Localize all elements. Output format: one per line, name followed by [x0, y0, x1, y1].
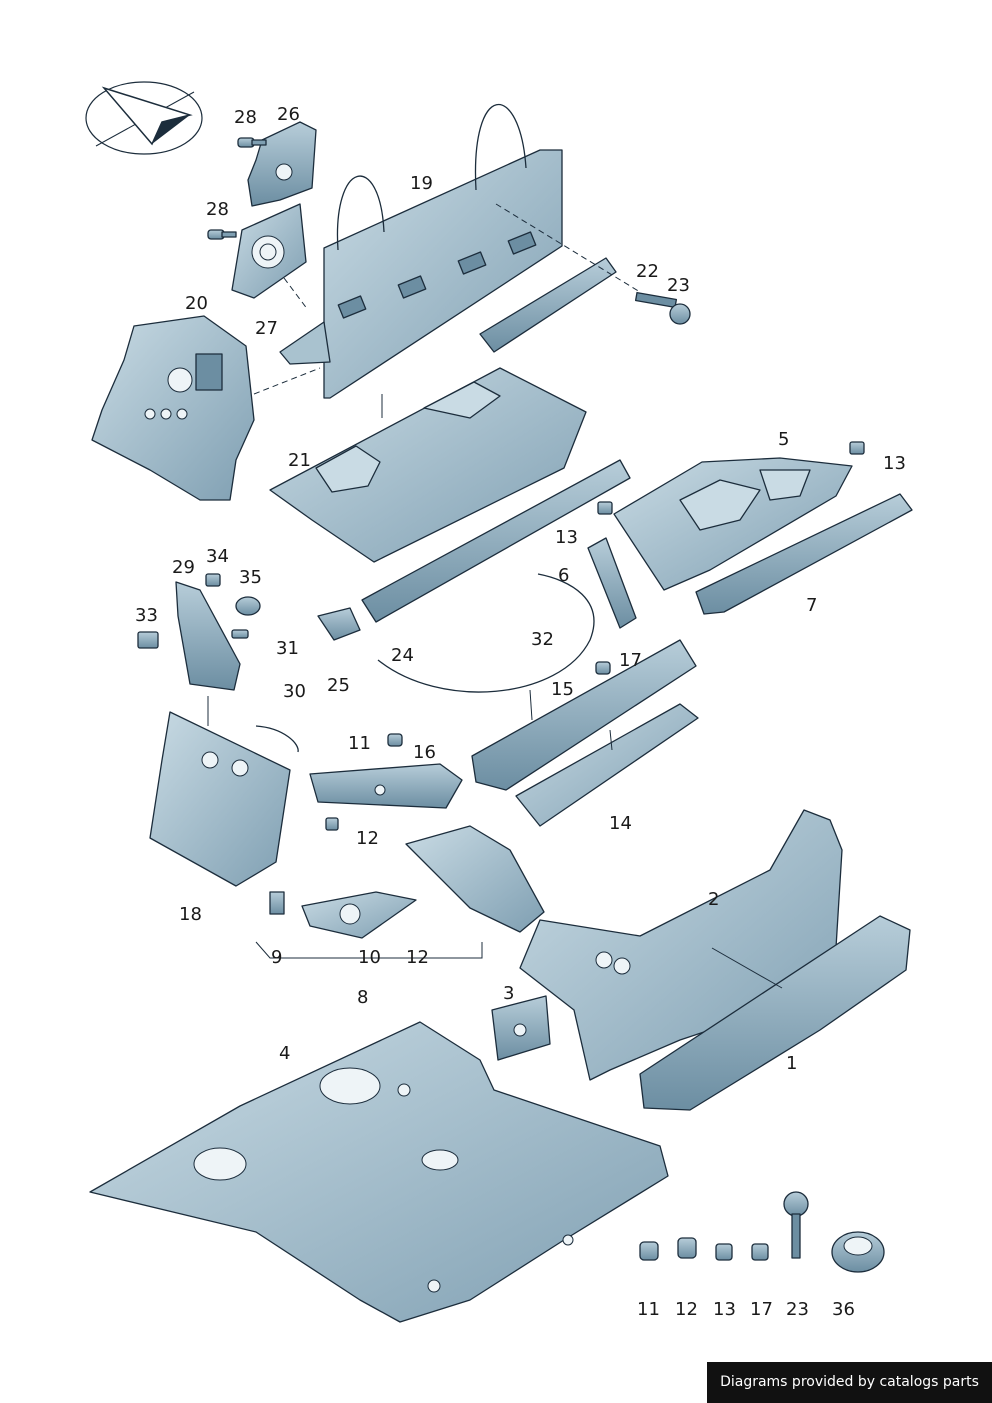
callout-16: 16 [413, 742, 436, 763]
callout-34: 34 [206, 546, 229, 567]
callout-31: 31 [276, 638, 299, 659]
callout-11-bottom: 11 [637, 1299, 660, 1320]
callout-2: 2 [708, 889, 719, 910]
credit-banner: Diagrams provided by catalogs parts [707, 1362, 992, 1403]
callout-labels: 1 2 3 4 5 6 7 8 9 10 11 12 12 13 13 14 1… [135, 104, 906, 1320]
callout-21: 21 [288, 450, 311, 471]
part-11-nut-upper[interactable] [387, 733, 403, 747]
part-31-pin[interactable] [231, 629, 249, 639]
part-6-pillar[interactable] [587, 537, 637, 629]
part-25-clip-bracket[interactable] [317, 607, 361, 641]
part-16-bracket[interactable] [309, 763, 463, 809]
part-15-sill[interactable] [471, 639, 697, 791]
part-32-cable[interactable] [377, 573, 595, 693]
part-13-nut-upper[interactable] [849, 441, 865, 455]
part-34-bolt[interactable] [205, 573, 221, 587]
part-13-nut-middle[interactable] [597, 501, 613, 515]
callout-14: 14 [609, 813, 632, 834]
callout-7: 7 [806, 595, 817, 616]
callout-13-b: 13 [555, 527, 578, 548]
part-21-rear-shelf[interactable] [269, 367, 587, 563]
callout-30: 30 [283, 681, 306, 702]
fastener-12-nut[interactable] [677, 1237, 697, 1259]
callout-13-bottom: 13 [713, 1299, 736, 1320]
callout-9: 9 [271, 947, 282, 968]
callout-28-b: 28 [206, 199, 229, 220]
part-23-screw-upper[interactable] [634, 291, 691, 325]
callout-29: 29 [172, 557, 195, 578]
part-29-bracket[interactable] [175, 581, 241, 691]
callout-17-a: 17 [619, 650, 642, 671]
part-30-hose[interactable] [255, 725, 299, 753]
callout-36: 36 [832, 1299, 855, 1320]
callout-3: 3 [503, 983, 514, 1004]
callout-5: 5 [778, 429, 789, 450]
callout-12-a: 12 [356, 828, 379, 849]
part-27-mount-plate[interactable] [231, 203, 307, 299]
callout-20: 20 [185, 293, 208, 314]
callout-12-b: 12 [406, 947, 429, 968]
callout-10: 10 [358, 947, 381, 968]
callout-33: 33 [135, 605, 158, 626]
callout-25: 25 [327, 675, 350, 696]
part-36-tape-roll[interactable] [831, 1231, 885, 1273]
part-1-sill[interactable] [639, 915, 911, 1111]
callout-11-top: 11 [348, 733, 371, 754]
part-28-bolt-lower[interactable] [207, 229, 237, 240]
callout-8: 8 [357, 987, 368, 1008]
part-22-trim-strip[interactable] [479, 257, 617, 353]
callout-13-a: 13 [883, 453, 906, 474]
callout-18: 18 [179, 904, 202, 925]
callout-27: 27 [255, 318, 278, 339]
part-28-bolt-upper[interactable] [237, 137, 267, 148]
part-26-bracket[interactable] [247, 121, 317, 207]
part-12-bracket[interactable] [405, 825, 545, 933]
part-3-bracket[interactable] [491, 995, 551, 1061]
fastener-17-nut[interactable] [751, 1243, 769, 1261]
part-24-long-rail[interactable] [361, 459, 631, 623]
callout-4: 4 [279, 1043, 290, 1064]
fastener-11-nut[interactable] [639, 1241, 659, 1261]
part-20-side-panel[interactable] [91, 315, 255, 501]
callout-12-bottom: 12 [675, 1299, 698, 1320]
callout-17-bottom: 17 [750, 1299, 773, 1320]
part-7-side-rail[interactable] [695, 493, 913, 615]
callout-24: 24 [391, 645, 414, 666]
part-17-nut[interactable] [595, 661, 611, 675]
part-33-clip[interactable] [137, 631, 159, 649]
callout-15: 15 [551, 679, 574, 700]
direction-arrow-icon [85, 81, 203, 155]
fastener-13-nut[interactable] [715, 1243, 733, 1261]
part-14-trim[interactable] [515, 703, 699, 827]
callout-32: 32 [531, 629, 554, 650]
callout-35: 35 [239, 567, 262, 588]
callout-26: 26 [277, 104, 300, 125]
callout-23-bottom: 23 [786, 1299, 809, 1320]
callout-22: 22 [636, 261, 659, 282]
part-4-floor-pan[interactable] [89, 1021, 669, 1323]
part-9-clip[interactable] [269, 891, 285, 915]
callout-6: 6 [558, 565, 569, 586]
part-18-wheel-arch[interactable] [149, 711, 291, 887]
part-19-rollbar-frame[interactable] [279, 104, 563, 399]
callout-1: 1 [786, 1053, 797, 1074]
part-12-nut[interactable] [325, 817, 339, 831]
callout-28-a: 28 [234, 107, 257, 128]
callout-19: 19 [410, 173, 433, 194]
leader-lines [207, 203, 783, 989]
callout-23-a: 23 [667, 275, 690, 296]
part-35-grommet[interactable] [235, 596, 261, 616]
part-10-plate[interactable] [301, 891, 417, 939]
fastener-23-screw[interactable] [783, 1191, 809, 1259]
part-5-panel[interactable] [613, 457, 853, 591]
